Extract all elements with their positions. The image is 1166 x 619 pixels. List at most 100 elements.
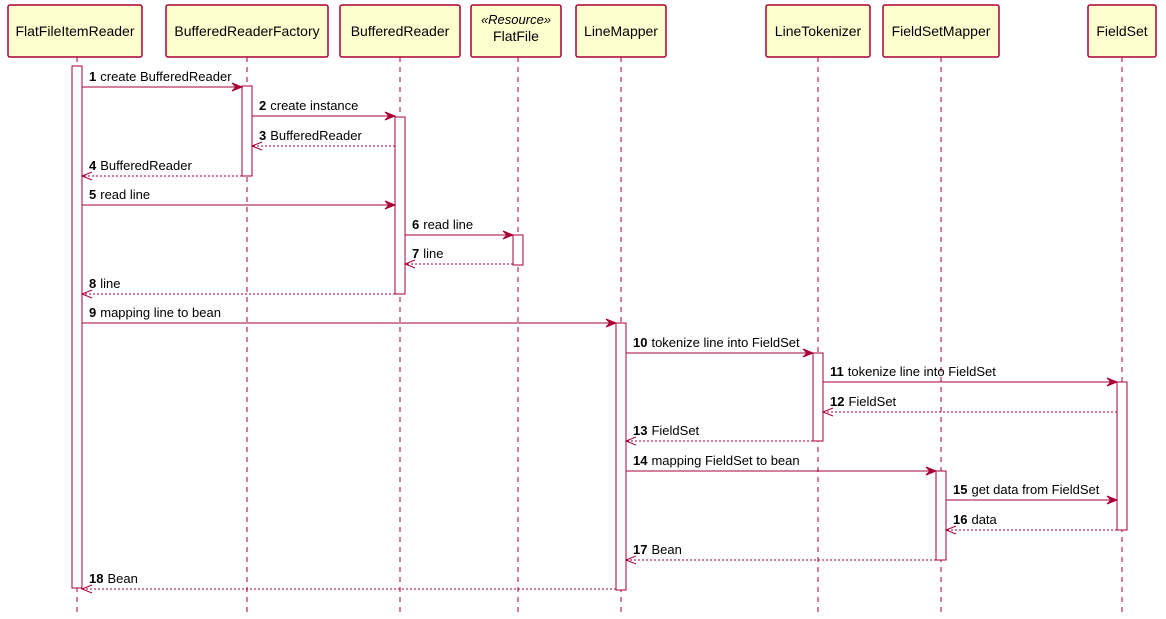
participants: FlatFileItemReader BufferedReaderFactory B… bbox=[7, 4, 1157, 58]
message-text: mapping line to bean bbox=[100, 305, 221, 320]
message-text: BufferedReader bbox=[100, 158, 192, 173]
message-label: 6 read line bbox=[412, 217, 473, 232]
message-17: 17 Bean bbox=[624, 542, 936, 565]
activation-bar-ffir bbox=[71, 65, 83, 589]
arrow-head bbox=[802, 348, 815, 358]
participant-lt: LineTokenizer bbox=[765, 4, 871, 58]
participant-box bbox=[165, 4, 329, 58]
message-11: 11 tokenize line into FieldSet bbox=[823, 364, 1119, 387]
arrow-head bbox=[80, 289, 93, 299]
participant-br: BufferedReader bbox=[339, 4, 461, 58]
participant-fs: FieldSet bbox=[1087, 4, 1157, 58]
message-text: FieldSet bbox=[651, 423, 699, 438]
arrow-head bbox=[250, 141, 263, 151]
participant-fsm: FieldSetMapper bbox=[882, 4, 1000, 58]
participant-name: FlatFileItemReader bbox=[15, 23, 134, 39]
activation-bar-fs bbox=[1116, 381, 1128, 531]
participant-stereotype: «Resource» bbox=[481, 12, 551, 27]
message-number: 11 bbox=[830, 364, 844, 379]
arrow-head bbox=[1106, 495, 1119, 505]
message-label: 9 mapping line to bean bbox=[89, 305, 221, 320]
message-number: 13 bbox=[633, 423, 647, 438]
message-number: 15 bbox=[953, 482, 967, 497]
arrow-head bbox=[605, 318, 618, 328]
message-6: 6 read line bbox=[405, 217, 515, 240]
message-text: line bbox=[423, 246, 443, 261]
participant-box bbox=[1087, 4, 1157, 58]
participant-name: LineMapper bbox=[584, 23, 658, 39]
message-15: 15 get data from FieldSet bbox=[946, 482, 1119, 505]
lifelines bbox=[76, 57, 1123, 612]
participant-box bbox=[7, 4, 143, 58]
message-number: 6 bbox=[412, 217, 419, 232]
message-label: 15 get data from FieldSet bbox=[953, 482, 1100, 497]
message-13: 13 FieldSet bbox=[624, 423, 813, 446]
arrow-head bbox=[231, 82, 244, 92]
activation-bar-lm bbox=[615, 322, 627, 591]
message-text: get data from FieldSet bbox=[971, 482, 1099, 497]
message-text: mapping FieldSet to bean bbox=[651, 453, 799, 468]
activation-bar-br bbox=[394, 116, 406, 295]
participant-name: FlatFile bbox=[493, 28, 539, 44]
message-text: create instance bbox=[270, 98, 358, 113]
message-number: 3 bbox=[259, 128, 266, 143]
message-number: 1 bbox=[89, 69, 96, 84]
arrow-head bbox=[944, 525, 957, 535]
activation-bar-lt bbox=[812, 352, 824, 442]
participant-name: LineTokenizer bbox=[775, 23, 862, 39]
arrow-head bbox=[80, 584, 93, 594]
arrow-head bbox=[403, 259, 416, 269]
participant-name: FieldSet bbox=[1096, 23, 1147, 39]
participant-lm: LineMapper bbox=[575, 4, 667, 58]
message-text: FieldSet bbox=[848, 394, 896, 409]
arrow-head bbox=[821, 407, 834, 417]
message-number: 9 bbox=[89, 305, 96, 320]
activation-bar-fsm bbox=[935, 470, 947, 561]
message-text: Bean bbox=[651, 542, 681, 557]
participant-box bbox=[339, 4, 461, 58]
arrow-head bbox=[925, 466, 938, 476]
participant-box bbox=[470, 4, 562, 58]
participant-box bbox=[765, 4, 871, 58]
message-number: 5 bbox=[89, 187, 96, 202]
message-text: read line bbox=[423, 217, 473, 232]
participant-name: BufferedReaderFactory bbox=[174, 23, 319, 39]
participant-box bbox=[882, 4, 1000, 58]
arrow-head bbox=[624, 436, 637, 446]
arrow-head bbox=[384, 111, 397, 121]
message-number: 17 bbox=[633, 542, 647, 557]
message-text: create BufferedReader bbox=[100, 69, 232, 84]
message-1: 1 create BufferedReader bbox=[82, 69, 244, 92]
message-text: tokenize line into FieldSet bbox=[651, 335, 800, 350]
message-number: 4 bbox=[89, 158, 97, 173]
message-number: 14 bbox=[633, 453, 648, 468]
activation-bar-ff bbox=[512, 234, 524, 266]
message-number: 8 bbox=[89, 276, 96, 291]
participant-name: BufferedReader bbox=[351, 23, 450, 39]
message-number: 10 bbox=[633, 335, 647, 350]
participant-ff: «Resource»FlatFile bbox=[470, 4, 562, 58]
message-label: 13 FieldSet bbox=[633, 423, 700, 438]
activation-bar-brf bbox=[241, 85, 253, 177]
arrow-head bbox=[624, 555, 637, 565]
message-number: 18 bbox=[89, 571, 103, 586]
message-text: tokenize line into FieldSet bbox=[848, 364, 997, 379]
participant-box bbox=[575, 4, 667, 58]
arrow-head bbox=[502, 230, 515, 240]
